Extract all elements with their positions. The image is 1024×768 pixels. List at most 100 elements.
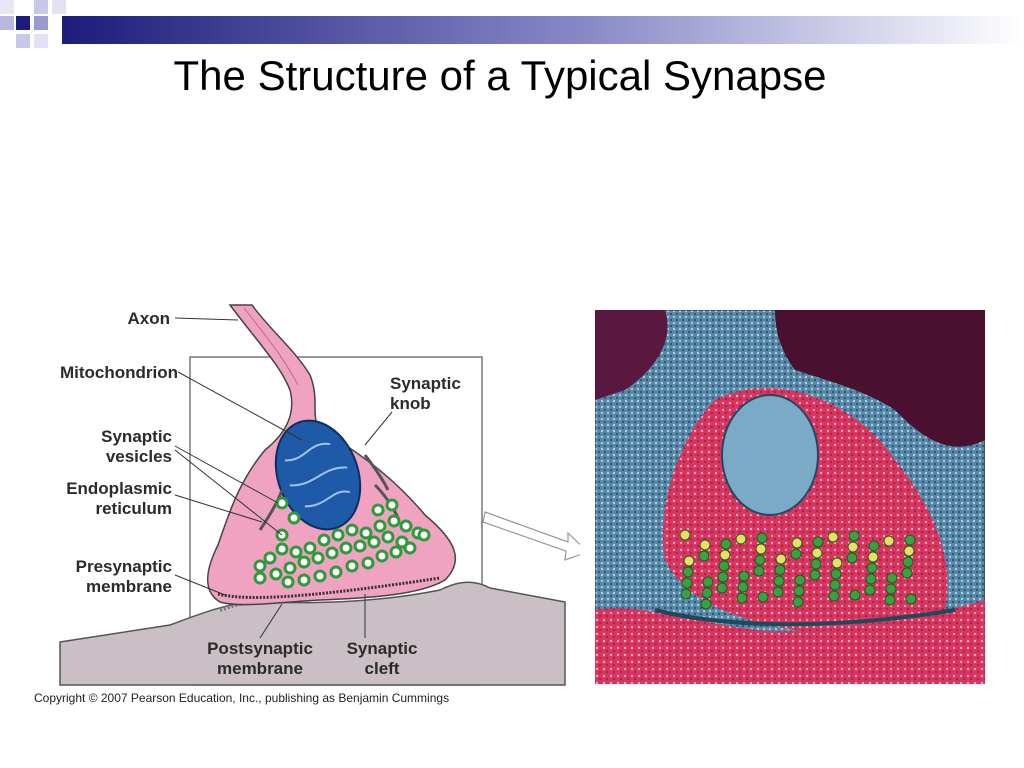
micrograph-vesicle	[902, 556, 914, 568]
micrograph-vesicle	[828, 590, 840, 602]
micrograph-vesicle	[791, 537, 803, 549]
micrograph-vesicle-group	[679, 529, 917, 610]
micrograph-vesicle	[885, 583, 897, 595]
micrograph-vesicle	[718, 560, 730, 572]
synaptic-vesicle	[373, 519, 387, 533]
micrograph-vesicle	[736, 592, 748, 604]
micrograph-vesicle	[719, 549, 731, 561]
slide-title: The Structure of a Typical Synapse	[173, 52, 827, 99]
label-cleft-2: cleft	[365, 659, 400, 678]
label-presynaptic-1: Presynaptic	[76, 557, 172, 576]
synaptic-vesicle	[345, 559, 359, 573]
synaptic-vesicle	[329, 565, 343, 579]
label-postsynaptic-2: membrane	[217, 659, 303, 678]
pointer-axon	[174, 317, 239, 321]
micrograph-vesicle	[772, 586, 784, 598]
micrograph-vesicle	[865, 573, 877, 585]
deco-square	[34, 34, 48, 48]
synaptic-vesicle	[313, 569, 327, 583]
micrograph-vesicle	[864, 584, 876, 596]
micrograph-vesicle	[681, 577, 693, 589]
micrograph-vesicle	[773, 575, 785, 587]
micrograph-vesicle	[774, 564, 786, 576]
micrograph-vesicle	[701, 587, 713, 599]
micrograph-vesicle	[720, 538, 732, 550]
vesicle-group	[253, 496, 431, 589]
synaptic-vesicle	[275, 542, 289, 556]
axon-inner-line	[243, 307, 299, 386]
synaptic-vesicle	[253, 559, 267, 573]
synaptic-vesicle	[311, 551, 325, 565]
micrograph-vesicle	[738, 570, 750, 582]
pointer-vesicles-1	[174, 445, 279, 504]
micrograph-vesicle	[903, 545, 915, 557]
label-er-2: reticulum	[95, 499, 172, 518]
synaptic-vesicle	[371, 503, 385, 517]
micrograph-vesicle	[679, 529, 691, 541]
micrograph-vesicle	[756, 532, 768, 544]
synapse-diagram: Axon Mitochondrion Synaptic vesicles End…	[59, 304, 580, 686]
synaptic-vesicle	[263, 551, 277, 565]
micrograph-vesicle	[716, 582, 728, 594]
postsynaptic-cell	[59, 581, 566, 686]
endoplasmic-reticulum	[258, 489, 284, 531]
synaptic-vesicle	[395, 535, 409, 549]
micrograph-vesicle	[682, 566, 694, 578]
micrograph-mitochondrion	[721, 394, 819, 516]
micrograph-vesicle	[792, 596, 804, 608]
label-mitochondrion: Mitochondrion	[60, 363, 178, 382]
deco-square	[16, 16, 30, 30]
micrograph-vesicle	[698, 550, 710, 562]
deco-square	[0, 0, 14, 14]
micrograph-vesicle	[904, 534, 916, 546]
micrograph-vesicle	[886, 572, 898, 584]
synaptic-vesicle	[297, 555, 311, 569]
micrograph-vesicle	[700, 598, 712, 610]
synaptic-vesicle	[281, 575, 295, 589]
micrograph-vesicle	[849, 589, 861, 601]
synaptic-vesicle	[287, 511, 301, 525]
micrograph-vesicle	[827, 531, 839, 543]
label-postsynaptic-1: Postsynaptic	[207, 639, 313, 658]
micrograph-vesicle	[737, 581, 749, 593]
electron-micrograph	[595, 310, 985, 684]
synaptic-vesicle	[269, 567, 283, 581]
pointer-knob	[364, 411, 393, 446]
label-cleft-1: Synaptic	[347, 639, 418, 658]
micrograph-vesicle	[699, 539, 711, 551]
micrograph-vesicle	[884, 594, 896, 606]
micrograph-vesicle	[809, 569, 821, 581]
label-er-1: Endoplasmic	[66, 479, 172, 498]
micrograph-vesicle	[867, 551, 879, 563]
header-gradient-bar	[62, 16, 1024, 44]
micrograph-vesicle	[753, 565, 765, 577]
label-vesicles-2: vesicles	[106, 447, 172, 466]
micrograph-vesicle	[848, 530, 860, 542]
arrow-to-micrograph	[482, 511, 580, 561]
label-knob-1: Synaptic	[390, 374, 461, 393]
micrograph-vesicle	[810, 558, 822, 570]
micrograph-vesicle	[830, 568, 842, 580]
micrograph-vesicle	[680, 588, 692, 600]
synaptic-vesicle	[387, 514, 401, 528]
micrograph-dark-region	[595, 310, 668, 400]
label-vesicles-1: Synaptic	[101, 427, 172, 446]
label-presynaptic-2: membrane	[86, 577, 172, 596]
copyright-notice: Copyright © 2007 Pearson Education, Inc.…	[34, 691, 450, 705]
synaptic-vesicle	[303, 541, 317, 555]
pointer-vesicles-2	[174, 449, 283, 536]
synaptic-vesicle	[317, 533, 331, 547]
micrograph-vesicle	[755, 543, 767, 555]
micrograph-vesicle	[702, 576, 714, 588]
micrograph-vesicle	[883, 535, 895, 547]
synaptic-vesicle	[359, 526, 373, 540]
micrograph-vesicle	[794, 574, 806, 586]
synaptic-vesicle	[339, 541, 353, 555]
pointer-presynaptic	[174, 574, 226, 596]
endoplasmic-reticulum	[363, 454, 390, 491]
micrograph-vesicle	[811, 547, 823, 559]
synaptic-vesicle	[385, 498, 399, 512]
synaptic-vesicle	[399, 519, 413, 533]
micrograph-vesicle	[735, 533, 747, 545]
synaptic-vesicle	[297, 573, 311, 587]
